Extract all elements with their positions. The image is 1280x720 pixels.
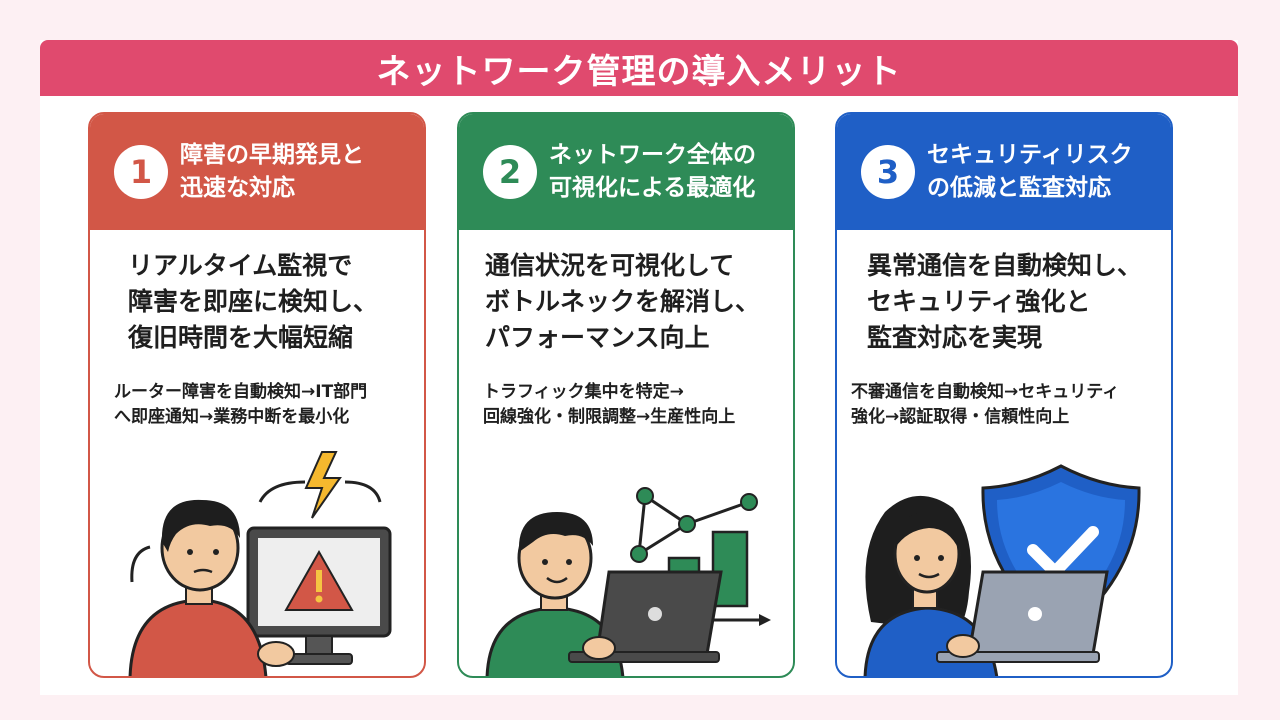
card-title-line: 可視化による最適化	[549, 175, 756, 201]
card-sub-text: ルーター障害を自動検知→IT部門 へ即座通知→業務中断を最小化	[114, 380, 418, 430]
card-sub-text: 不審通信を自動検知→セキュリティ 強化→認証取得・信頼性向上	[851, 380, 1165, 430]
benefit-card-3: 3 セキュリティリスク の低減と監査対応 異常通信を自動検知し、 セキュリティ強…	[835, 112, 1173, 678]
card-number-badge: 2	[483, 145, 537, 199]
card-header: 2 ネットワーク全体の 可視化による最適化	[459, 114, 793, 230]
benefit-card-2: 2 ネットワーク全体の 可視化による最適化 通信状況を可視化して ボトルネックを…	[457, 112, 795, 678]
card-main-text: 異常通信を自動検知し、 セキュリティ強化と 監査対応を実現	[867, 248, 1161, 356]
card-header: 3 セキュリティリスク の低減と監査対応	[837, 114, 1171, 230]
card-title-line: ネットワーク全体の	[549, 142, 756, 168]
card-sub-text: トラフィック集中を特定→ 回線強化・制限調整→生産性向上	[483, 380, 787, 430]
person-monitor-warning-icon	[128, 451, 392, 676]
card-title: ネットワーク全体の 可視化による最適化	[549, 139, 756, 205]
card-title-line: 障害の早期発見と	[180, 142, 364, 168]
main-text-line: リアルタイム監視で	[128, 251, 353, 280]
person-laptop-chart-icon	[485, 487, 771, 676]
main-text-line: 監査対応を実現	[867, 323, 1043, 352]
sub-text-line: 不審通信を自動検知→セキュリティ	[851, 382, 1120, 402]
benefit-card-1: 1 障害の早期発見と 迅速な対応 リアルタイム監視で 障害を即座に検知し、 復旧…	[88, 112, 426, 678]
main-text-line: 障害を即座に検知し、	[128, 287, 379, 316]
sub-text-line: ルーター障害を自動検知→IT部門	[114, 382, 368, 402]
card-main-text: 通信状況を可視化して ボトルネックを解消し、 パフォーマンス向上	[485, 248, 783, 356]
main-text-line: 復旧時間を大幅短縮	[128, 323, 354, 352]
card-title: セキュリティリスク の低減と監査対応	[927, 139, 1133, 205]
card-main-text: リアルタイム監視で 障害を即座に検知し、 復旧時間を大幅短縮	[128, 248, 414, 356]
sub-text-line: 回線強化・制限調整→生産性向上	[483, 407, 736, 427]
page-title: ネットワーク管理の導入メリット	[376, 51, 902, 92]
card-title-line: 迅速な対応	[180, 175, 295, 201]
main-text-line: 異常通信を自動検知し、	[867, 251, 1143, 280]
card-title: 障害の早期発見と 迅速な対応	[180, 139, 364, 205]
sub-text-line: 強化→認証取得・信頼性向上	[851, 407, 1070, 427]
card-number-badge: 1	[114, 145, 168, 199]
sub-text-line: へ即座通知→業務中断を最小化	[114, 407, 350, 427]
main-text-line: パフォーマンス向上	[485, 323, 710, 352]
main-text-line: 通信状況を可視化して	[485, 251, 735, 280]
card-title-line: セキュリティリスク	[927, 142, 1133, 168]
sub-text-line: トラフィック集中を特定→	[483, 382, 684, 402]
card-title-line: の低減と監査対応	[927, 175, 1111, 201]
main-text-line: ボトルネックを解消し、	[485, 287, 761, 316]
person-laptop-shield-icon	[863, 464, 1141, 676]
main-text-line: セキュリティ強化と	[867, 287, 1091, 316]
card-number-badge: 3	[861, 145, 915, 199]
infographic-page: ネットワーク管理の導入メリット 1 障害の早期発見と 迅速な対応 リアルタイム監…	[40, 40, 1238, 695]
card-header: 1 障害の早期発見と 迅速な対応	[90, 114, 424, 230]
title-banner: ネットワーク管理の導入メリット	[40, 40, 1238, 96]
